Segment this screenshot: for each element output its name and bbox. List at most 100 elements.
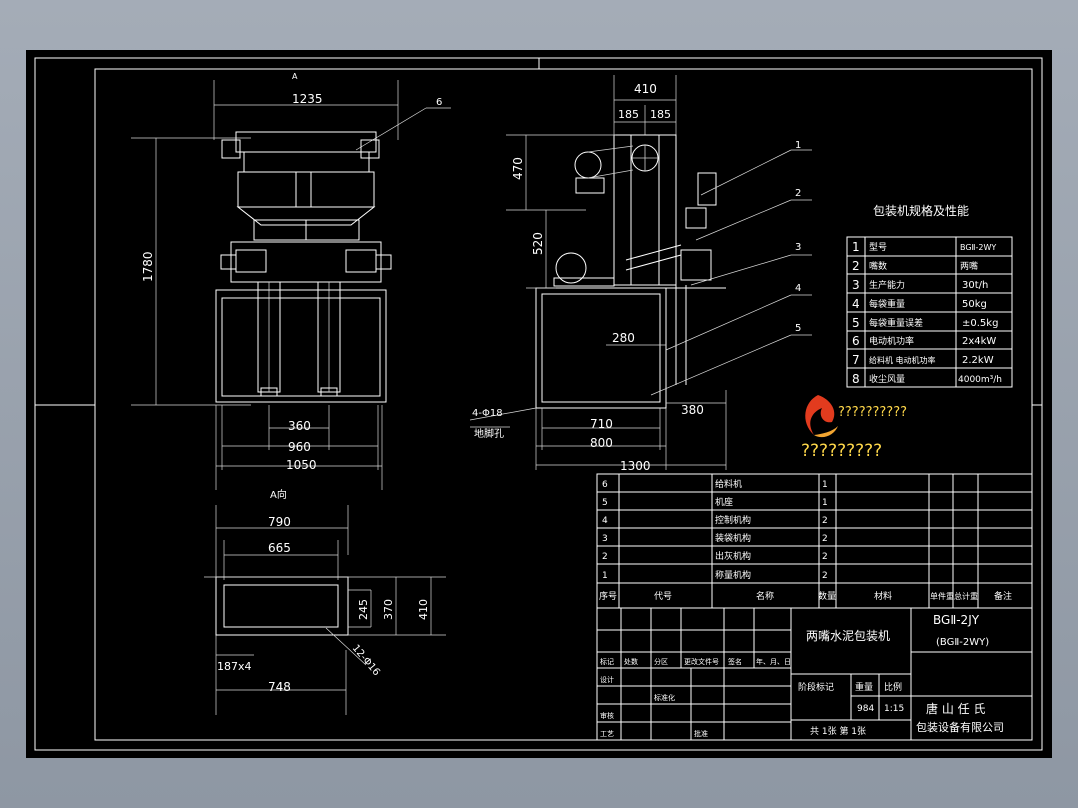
spec-name: 每袋重量 bbox=[869, 298, 905, 310]
spec-no: 2 bbox=[852, 259, 860, 273]
spec-no: 1 bbox=[852, 240, 860, 254]
spec-name: 收尘风量 bbox=[869, 373, 905, 385]
bolt-callout: 4-Φ18 bbox=[472, 408, 503, 419]
dim-plan-base: 748 bbox=[268, 680, 291, 694]
sheet-count: 共 1张 第 1张 bbox=[810, 725, 866, 737]
rev-header: 处数 bbox=[624, 657, 638, 666]
parts-header: 总计重 bbox=[954, 591, 978, 601]
watermark-line2: ????????? bbox=[801, 441, 882, 461]
front-view: A 1235 6 1780 bbox=[131, 72, 451, 490]
dim-holes: 187x4 bbox=[217, 660, 252, 673]
spec-value: 4000m³/h bbox=[958, 375, 1002, 385]
dim-plan-h3: 410 bbox=[417, 599, 430, 620]
bolt-label: 地脚孔 bbox=[474, 427, 504, 440]
part-qty: 2 bbox=[822, 552, 828, 562]
dim-inner-width: 960 bbox=[288, 440, 311, 454]
drawing-code: BGⅡ-2JY bbox=[933, 613, 980, 627]
spec-value: 50kg bbox=[962, 299, 987, 310]
section-mark: A bbox=[292, 72, 298, 81]
rev-header: 年、月、日 bbox=[756, 657, 791, 666]
part-no: 1 bbox=[602, 571, 608, 581]
approve-label: 批准 bbox=[694, 729, 708, 738]
parts-header: 名称 bbox=[756, 590, 774, 602]
spec-no: 3 bbox=[852, 278, 860, 292]
parts-header: 代号 bbox=[654, 591, 672, 602]
part-qty: 2 bbox=[822, 516, 828, 526]
dim-slot: 12-Φ16 bbox=[350, 643, 382, 678]
stage-label: 阶段标记 bbox=[798, 681, 834, 693]
part-name: 出灰机构 bbox=[715, 550, 751, 562]
rev-header: 标记 bbox=[600, 657, 614, 666]
company-line1: 唐 山 任 氏 bbox=[926, 701, 985, 716]
leader-2: 2 bbox=[795, 188, 801, 199]
spec-no: 7 bbox=[852, 353, 860, 367]
parts-list: 6 给料机 1 5 机座 1 4 控制机构 2 3 装袋机构 2 2 出灰机构 … bbox=[596, 473, 1033, 609]
product-name: 两嘴水泥包装机 bbox=[806, 629, 890, 643]
std-label: 标准化 bbox=[654, 693, 675, 702]
dim-base-inner: 280 bbox=[612, 331, 635, 345]
rev-header: 更改文件号 bbox=[684, 657, 719, 666]
spec-value: BGⅡ-2WY bbox=[960, 243, 996, 252]
part-name: 控制机构 bbox=[715, 514, 751, 526]
part-name: 称量机构 bbox=[715, 569, 751, 581]
role-label: 工艺 bbox=[600, 730, 614, 738]
part-no: 5 bbox=[602, 498, 608, 508]
part-qty: 1 bbox=[822, 498, 828, 508]
spec-no: 5 bbox=[852, 316, 860, 330]
dim-half-right: 185 bbox=[650, 108, 671, 121]
spec-value: 30t/h bbox=[962, 280, 988, 291]
spec-value: 两嘴 bbox=[960, 261, 978, 272]
part-name: 机座 bbox=[715, 496, 733, 508]
dim-plan-h2: 370 bbox=[382, 599, 395, 620]
scale-label: 比例 bbox=[884, 681, 902, 693]
spec-name: 型号 bbox=[869, 242, 887, 253]
spec-no: 8 bbox=[852, 372, 860, 386]
scale-value: 1:15 bbox=[884, 704, 904, 714]
spec-name: 每袋重量误差 bbox=[869, 317, 923, 329]
role-label: 审核 bbox=[600, 711, 614, 720]
spec-no: 4 bbox=[852, 297, 860, 311]
spec-no: 6 bbox=[852, 334, 860, 348]
leader-3: 3 bbox=[795, 242, 801, 253]
spec-table: 包装机规格及性能 1 型号 BGⅡ-2WY 2 嘴数 两嘴 3 生产能力 30t… bbox=[846, 203, 1013, 388]
leader-1: 1 bbox=[795, 140, 801, 151]
dim-height: 1780 bbox=[141, 251, 155, 282]
part-no: 2 bbox=[602, 552, 608, 562]
dim-elevator-height: 470 bbox=[511, 157, 525, 180]
dim-top-width: 1235 bbox=[292, 92, 323, 106]
weight-label: 重量 bbox=[855, 681, 873, 693]
rev-header: 签名 bbox=[728, 657, 742, 666]
watermark-line1: ?????????? bbox=[838, 405, 907, 420]
dim-offset: 380 bbox=[681, 403, 704, 417]
spec-name: 生产能力 bbox=[869, 279, 905, 291]
dim-mid-height: 520 bbox=[531, 232, 545, 255]
dim-base-width: 1050 bbox=[286, 458, 317, 472]
spec-name: 嘴数 bbox=[869, 260, 887, 272]
part-qty: 2 bbox=[822, 571, 828, 581]
plan-title: A向 bbox=[270, 488, 287, 501]
part-name: 给料机 bbox=[715, 478, 742, 490]
parts-header: 单件重 bbox=[930, 591, 954, 601]
spec-value: ±0.5kg bbox=[962, 318, 998, 329]
watermark: ?????????? ????????? bbox=[801, 395, 907, 461]
spec-name: 电动机功率 bbox=[869, 335, 914, 347]
dim-plan-w2: 665 bbox=[268, 541, 291, 555]
part-no: 4 bbox=[602, 516, 608, 526]
part-qty: 1 bbox=[822, 480, 828, 490]
spec-value: 2x4kW bbox=[962, 336, 996, 347]
role-label: 设计 bbox=[600, 675, 614, 684]
part-no: 6 bbox=[602, 480, 608, 490]
dim-side-top: 410 bbox=[634, 82, 657, 96]
leader-label-6: 6 bbox=[436, 97, 442, 108]
part-no: 3 bbox=[602, 534, 608, 544]
leader-4: 4 bbox=[795, 283, 801, 294]
side-view: 410 185 185 470 bbox=[469, 75, 812, 473]
dim-plan-w1: 790 bbox=[268, 515, 291, 529]
weight-value: 984 bbox=[857, 704, 874, 714]
dim-base-w2: 800 bbox=[590, 436, 613, 450]
dim-base-w1: 710 bbox=[590, 417, 613, 431]
part-qty: 2 bbox=[822, 534, 828, 544]
dim-spout-spacing: 360 bbox=[288, 419, 311, 433]
part-name: 装袋机构 bbox=[715, 532, 751, 544]
spec-name: 给料机 电动机功率 bbox=[869, 355, 936, 365]
